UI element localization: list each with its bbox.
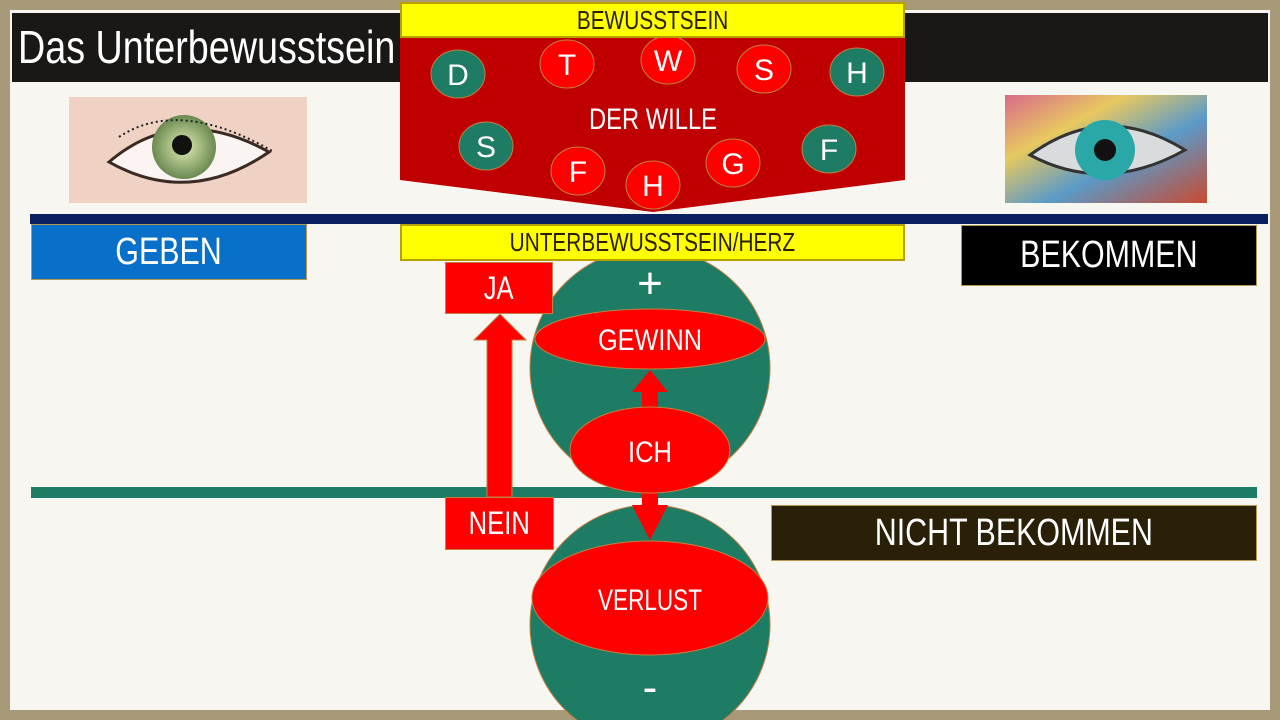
will-circle-s2: S [458,121,514,171]
arrow-up-to-gewinn [632,370,668,410]
nicht-bekommen-label: NICHT BEKOMMEN [771,505,1257,561]
bewusstsein-bar: BEWUSSTSEIN [400,2,905,38]
gewinn-ellipse [534,308,766,370]
conscious-divider-line [30,214,1268,224]
will-circle-f: F [550,146,606,196]
will-circle-f2: F [801,124,857,174]
will-circle-t: T [539,39,595,89]
minus-sign: - [643,663,658,712]
svg-text:W: W [654,45,683,78]
plus-sign: + [637,259,663,308]
will-label: DER WILLE [589,103,717,136]
svg-text:H: H [642,170,664,203]
will-circle-h2: H [625,160,681,210]
arrow-nein-to-ja [472,313,528,498]
will-circle-d: D [430,49,486,99]
slide-title: Das Unterbewusstsein [18,21,396,73]
eye-image-natural [69,97,307,203]
svg-text:F: F [569,156,587,189]
svg-text:S: S [476,131,496,164]
svg-text:S: S [754,54,774,87]
will-circle-s: S [736,44,792,94]
svg-text:F: F [820,134,838,167]
nein-box: NEIN [445,497,554,550]
arrow-down-to-verlust [632,488,668,540]
eye-image-artistic [1005,95,1207,203]
svg-text:T: T [558,49,576,82]
ich-ellipse [569,406,731,494]
svg-text:D: D [447,59,469,92]
geben-label: GEBEN [31,224,307,280]
verlust-ellipse [531,540,769,656]
will-circle-h: H [829,47,885,97]
will-circle-w: W [640,35,696,85]
svg-text:H: H [846,57,868,90]
svg-text:G: G [721,148,744,181]
unterbewusstsein-bar: UNTERBEWUSSTSEIN/HERZ [400,224,905,261]
ja-box: JA [445,262,553,314]
will-circles: D T W S H S F H G F [430,35,885,210]
gewinn-label: GEWINN [598,324,702,357]
will-circle-g: G [705,138,761,188]
verlust-label: VERLUST [598,584,702,617]
ich-label: ICH [628,436,672,469]
bekommen-label: BEKOMMEN [961,225,1257,286]
